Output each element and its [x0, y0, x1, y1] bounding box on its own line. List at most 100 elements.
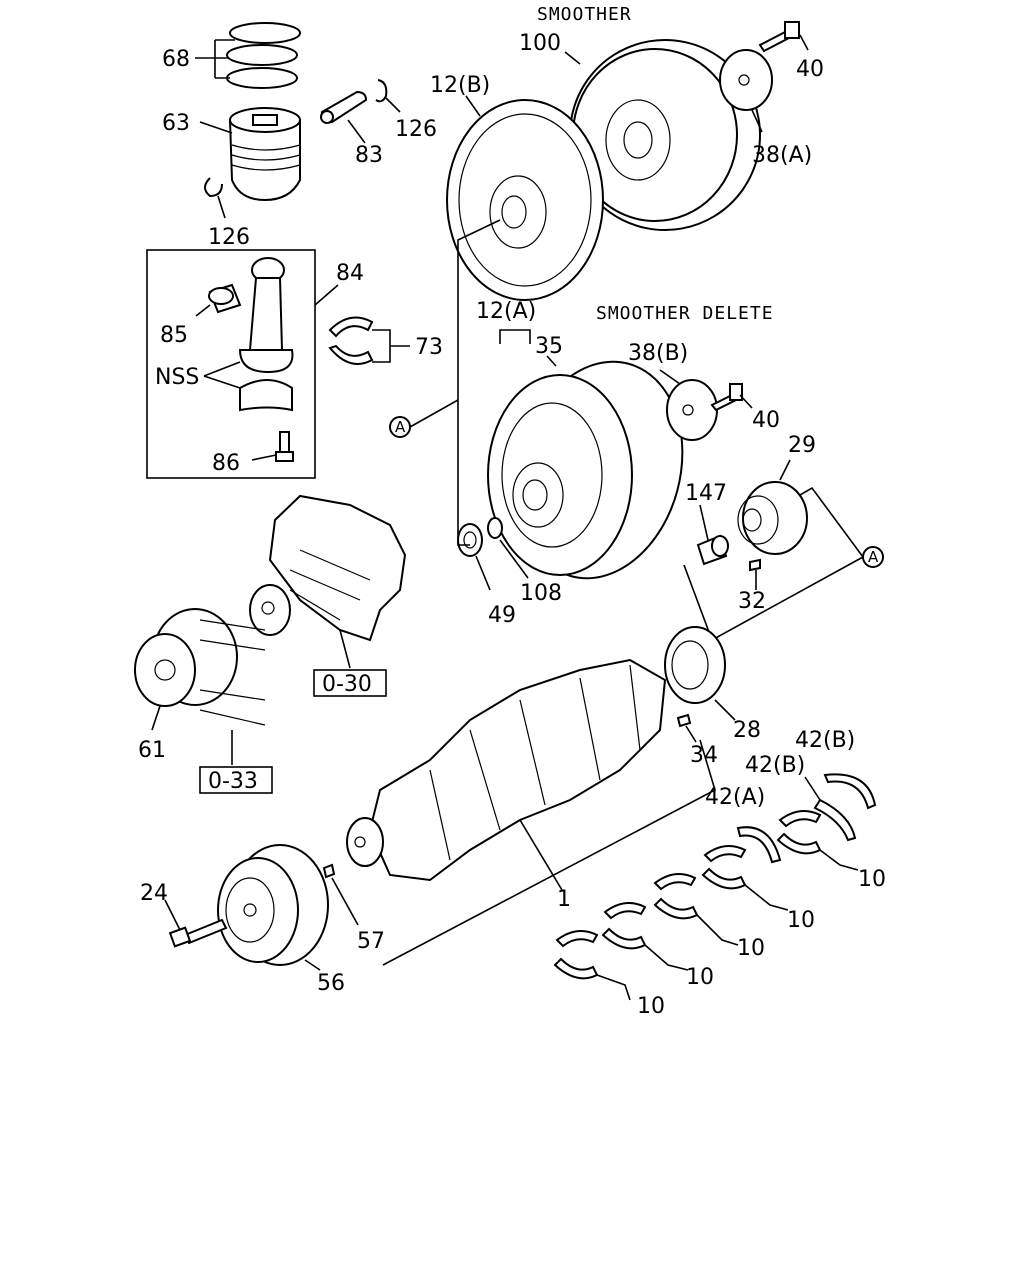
smoother-flywheel [569, 39, 761, 231]
leader-38a [751, 109, 763, 133]
callout-83: 83 [355, 143, 383, 168]
leader-63 [199, 121, 233, 134]
leader-73 [372, 329, 410, 363]
leader-1 [519, 819, 563, 891]
leader-147 [699, 504, 709, 541]
crankshaft [346, 658, 667, 882]
leader-crank-group [382, 739, 716, 966]
leader-56 [304, 959, 321, 971]
callout-126a: 126 [395, 117, 437, 142]
callout-42a: 42(A) [705, 785, 765, 810]
piston-rings [226, 22, 301, 89]
callout-61: 61 [138, 738, 166, 763]
pin-57 [322, 863, 336, 879]
piston-pin [320, 90, 368, 124]
leader-12b [465, 95, 481, 117]
callout-108: 108 [520, 581, 562, 606]
leader-circle-a-left [409, 219, 501, 546]
main-bearings [553, 810, 822, 980]
ref-0-33: 0-33 [208, 769, 258, 794]
callout-28: 28 [733, 718, 761, 743]
callout-24: 24 [140, 881, 168, 906]
leader-40b [739, 394, 753, 409]
callout-147: 147 [685, 481, 727, 506]
callout-42b1: 42(B) [795, 728, 855, 753]
flex-plate-12b [446, 99, 604, 301]
leader-10a [819, 849, 859, 871]
snap-ring-126b [204, 177, 223, 198]
header-smoother: SMOOTHER [537, 4, 632, 25]
conrod-assembly-box [146, 249, 316, 479]
callout-40b: 40 [752, 408, 780, 433]
leader-85 [195, 304, 211, 317]
bearing-49 [457, 523, 483, 557]
leader-57 [331, 877, 359, 926]
leader-126a [385, 97, 401, 113]
callout-12b: 12(B) [430, 73, 490, 98]
callout-10a: 10 [858, 867, 886, 892]
callout-73: 73 [415, 335, 443, 360]
leader-34 [685, 725, 697, 743]
bolt-24 [168, 918, 228, 948]
ring-108 [487, 517, 503, 539]
gear-29 [737, 481, 808, 555]
leader-49 [475, 555, 491, 591]
callout-34: 34 [690, 743, 718, 768]
callout-10b: 10 [787, 908, 815, 933]
leader-nss [203, 361, 241, 389]
callout-56: 56 [317, 971, 345, 996]
leader-030 [339, 629, 351, 669]
conrod-bearings [328, 316, 374, 365]
callout-49: 49 [488, 603, 516, 628]
leader-84 [314, 284, 339, 306]
flywheel-12a [487, 360, 684, 580]
bolt-40a [758, 21, 800, 53]
conrod-bolt [275, 431, 294, 462]
leader-38b [659, 369, 681, 385]
leader-12a [499, 329, 531, 344]
ref-0-30: 0-30 [322, 672, 372, 697]
gear-28 [664, 626, 726, 704]
callout-10e: 10 [637, 994, 665, 1019]
callout-32: 32 [738, 589, 766, 614]
leader-42b2 [804, 776, 821, 801]
piston [228, 107, 301, 202]
callout-38a: 38(A) [752, 143, 812, 168]
callout-35: 35 [535, 334, 563, 359]
callout-126b: 126 [208, 225, 250, 250]
leader-86 [251, 454, 277, 461]
leader-83 [347, 119, 366, 144]
key-34 [676, 713, 692, 728]
callout-29: 29 [788, 433, 816, 458]
leader-61 [151, 705, 161, 731]
ref-circle-a-left-label: A [395, 418, 406, 436]
thrust-washers [736, 773, 877, 864]
leader-10e [596, 974, 631, 1001]
ref-box-0-33 [199, 766, 273, 794]
ref-box-0-30 [313, 669, 387, 697]
callout-1: 1 [557, 887, 571, 912]
leader-28 [714, 699, 736, 721]
callout-68: 68 [162, 47, 190, 72]
key-32 [749, 558, 761, 572]
callout-12a: 12(A) [476, 299, 536, 324]
callout-63: 63 [162, 111, 190, 136]
water-pump [249, 494, 407, 642]
leader-40a [799, 34, 809, 51]
leader-108 [499, 539, 529, 579]
callout-10d: 10 [686, 965, 714, 990]
leader-35 [546, 355, 557, 367]
leader-10d [644, 944, 689, 971]
leader-68 [195, 39, 235, 79]
connecting-rod [238, 257, 294, 412]
pulley-61 [134, 608, 266, 726]
plate-38a [719, 49, 773, 111]
callout-40a: 40 [796, 57, 824, 82]
leader-10c [696, 914, 739, 946]
header-smoother-delete: SMOOTHER DELETE [596, 303, 774, 324]
callout-85: 85 [160, 323, 188, 348]
callout-84: 84 [336, 261, 364, 286]
leader-126b [217, 195, 226, 219]
plate-38b [666, 379, 718, 441]
